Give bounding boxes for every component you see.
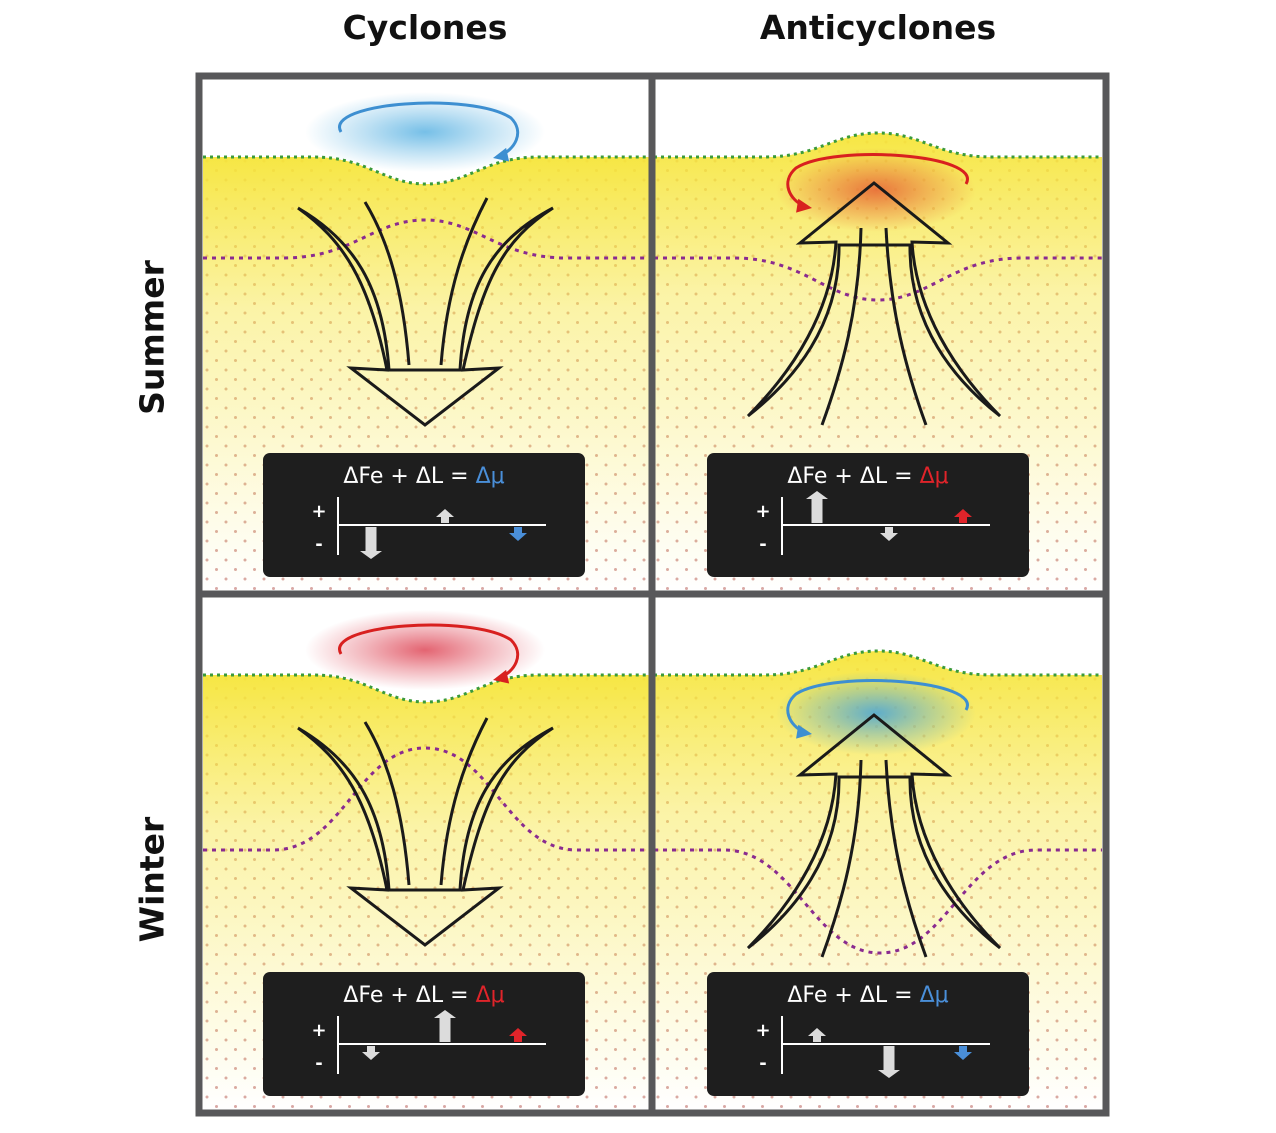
eddy-glow [776, 148, 976, 232]
sea-surface-line [654, 131, 1102, 159]
plus-sign: + [311, 501, 326, 522]
equation-box: ΔFe + ΔL = Δμ+- [263, 453, 585, 577]
equation-term-fe: ΔFe [343, 983, 383, 1008]
bar-delta-l [436, 509, 454, 523]
upwelling-arrow [746, 713, 1002, 958]
equation-term-eq: = [887, 464, 912, 489]
plus-sign: + [311, 1020, 326, 1041]
bar-delta-fe [806, 491, 828, 523]
minus-sign: - [315, 534, 322, 555]
equation-text: ΔFe + ΔL = Δμ [343, 464, 504, 489]
eddy-glow [305, 92, 545, 172]
swirl-arrow [786, 153, 969, 208]
equation-box: ΔFe + ΔL = Δμ+- [707, 972, 1029, 1096]
minus-sign: - [315, 1053, 322, 1074]
equation-term-fe: ΔFe [787, 983, 827, 1008]
panel-summer-cyclone: ΔFe + ΔL = Δμ+- [203, 80, 650, 591]
eddy-glow [776, 671, 976, 755]
equation-term-mu: Δμ [469, 983, 505, 1008]
upwelling-arrow [746, 181, 1002, 426]
swirl-arrow [786, 679, 969, 734]
bar-delta-mu [954, 509, 972, 523]
sky [654, 598, 1102, 675]
swirl-arrowhead [493, 669, 510, 684]
mixed-layer-depth-line [654, 848, 1102, 955]
panel-summer-anticyclone: ΔFe + ΔL = Δμ+- [654, 80, 1102, 591]
equation-term-mu: Δμ [469, 464, 505, 489]
bar-delta-fe [362, 1046, 380, 1060]
bar-delta-l [878, 1046, 900, 1078]
equation-text: ΔFe + ΔL = Δμ [787, 983, 948, 1008]
equation-term-l: ΔL [853, 983, 888, 1008]
mixed-layer-depth-line [203, 218, 650, 260]
equation-term-eq: = [887, 983, 912, 1008]
minus-sign: - [759, 1053, 766, 1074]
column-header-cyclones: Cyclones [342, 8, 508, 47]
mixed-layer-depth-line [203, 746, 650, 852]
panel-winter-anticyclone: ΔFe + ΔL = Δμ+- [654, 598, 1102, 1109]
downwelling-arrow [297, 197, 554, 427]
swirl-arrowhead [796, 724, 812, 739]
equation-term-eq: = [443, 464, 468, 489]
panel-frame [195, 72, 1110, 1117]
equation-term-plus: + [827, 464, 852, 489]
equation-term-plus: + [383, 464, 408, 489]
swirl-arrow [338, 101, 520, 158]
bar-delta-mu [509, 1028, 527, 1042]
equation-box-background [707, 453, 1029, 577]
bar-delta-l [880, 527, 898, 541]
sea-surface-line [654, 649, 1102, 677]
equation-text: ΔFe + ΔL = Δμ [343, 983, 504, 1008]
downwelling-arrow [297, 717, 554, 947]
bar-delta-mu [509, 527, 527, 541]
plus-sign: + [755, 501, 770, 522]
minus-sign: - [759, 534, 766, 555]
equation-term-l: ΔL [409, 983, 444, 1008]
equation-box-background [263, 972, 585, 1096]
equation-term-mu: Δμ [913, 464, 949, 489]
bar-delta-mu [954, 1046, 972, 1060]
equation-term-plus: + [383, 983, 408, 1008]
mixed-layer-depth-line [654, 256, 1102, 302]
panel-winter-cyclone: ΔFe + ΔL = Δμ+- [203, 598, 650, 1109]
equation-term-l: ΔL [409, 464, 444, 489]
sky [654, 80, 1102, 157]
bar-delta-fe [808, 1028, 826, 1042]
equation-term-plus: + [827, 983, 852, 1008]
bar-delta-l [434, 1010, 456, 1042]
equation-term-fe: ΔFe [343, 464, 383, 489]
equation-box-background [263, 453, 585, 577]
swirl-arrow [338, 623, 520, 680]
bar-delta-fe [360, 527, 382, 559]
equation-term-mu: Δμ [913, 983, 949, 1008]
plus-sign: + [755, 1020, 770, 1041]
swirl-arrowhead [493, 147, 510, 162]
equation-term-l: ΔL [853, 464, 888, 489]
sea-surface-line [203, 155, 650, 186]
equation-box: ΔFe + ΔL = Δμ+- [263, 972, 585, 1096]
equation-term-fe: ΔFe [787, 464, 827, 489]
equation-text: ΔFe + ΔL = Δμ [787, 464, 948, 489]
equation-box: ΔFe + ΔL = Δμ+- [707, 453, 1029, 577]
column-header-anticyclones: Anticyclones [759, 8, 997, 47]
equation-box-background [707, 972, 1029, 1096]
equation-term-eq: = [443, 983, 468, 1008]
swirl-arrowhead [796, 198, 812, 213]
